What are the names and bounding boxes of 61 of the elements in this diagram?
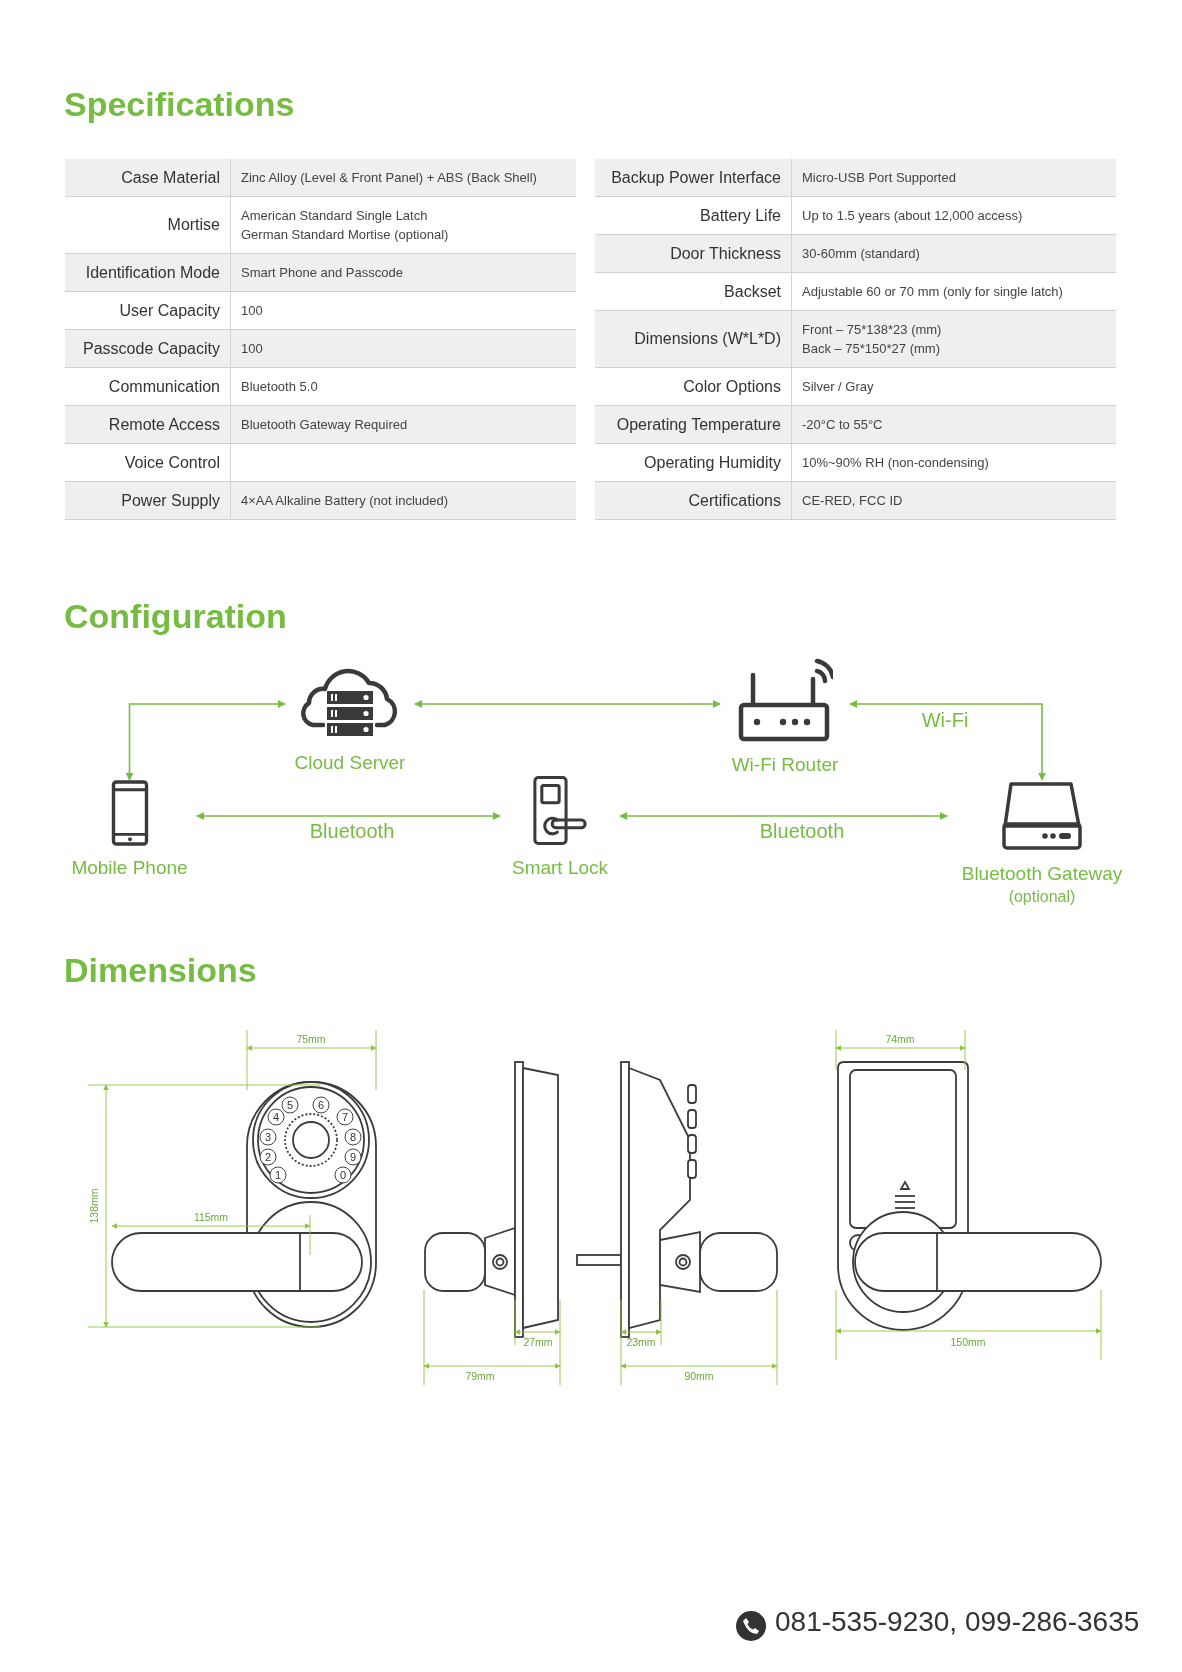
dimension-label: 115mm [193, 1211, 229, 1223]
dimension-label: 74mm [885, 1033, 915, 1045]
dimension-label: 90mm [684, 1370, 714, 1382]
section-heading: Specifications [64, 84, 295, 124]
row-value: 100 [241, 302, 264, 320]
row-value: American Standard Single Latch [241, 207, 429, 225]
connector-arrow [196, 812, 501, 820]
row-label: User Capacity [119, 301, 220, 320]
row-label: Certifications [688, 491, 781, 510]
row-label: Color Options [683, 377, 781, 396]
row-label: Communication [108, 377, 220, 396]
row-label: Passcode Capacity [83, 339, 220, 358]
section-heading: Configuration [64, 596, 287, 636]
row-label: Battery Life [700, 206, 781, 225]
row-label: Operating Temperature [616, 415, 781, 434]
dimension-label: 75mm [296, 1033, 326, 1045]
row-value: Bluetooth 5.0 [241, 378, 319, 396]
row-value: Micro-USB Port Supported [802, 169, 957, 187]
contact-phone-numbers: 081-535-9230, 099-286-3635 [775, 1606, 1140, 1638]
row-value: German Standard Mortise (optional) [241, 226, 450, 244]
connector-arrow [849, 700, 1046, 781]
dimension-label: 138mm [88, 1188, 100, 1224]
row-value: Back – 75*150*27 (mm) [802, 340, 941, 358]
dimension-label: 27mm [523, 1336, 553, 1348]
row-label: Voice Control [124, 453, 220, 472]
row-value: Front – 75*138*23 (mm) [802, 321, 943, 339]
row-label: Backset [724, 282, 781, 301]
row-value: CE-RED, FCC ID [802, 492, 904, 510]
row-label: Remote Access [108, 415, 220, 434]
row-label: Operating Humidity [644, 453, 781, 472]
row-value: 10%~90% RH (non-condensing) [802, 454, 990, 472]
connector-arrow [414, 700, 721, 708]
row-label: Power Supply [121, 491, 220, 510]
row-label: Identification Mode [85, 263, 220, 282]
section-heading: Dimensions [64, 950, 257, 990]
row-value: Up to 1.5 years (about 12,000 access) [802, 207, 1024, 225]
row-label: Mortise [167, 216, 220, 234]
dimension-label: 23mm [626, 1336, 656, 1348]
row-value: Silver / Gray [802, 378, 875, 396]
row-label: Door Thickness [670, 244, 781, 263]
connector-arrow [619, 812, 948, 820]
row-value: -20°C to 55°C [802, 416, 884, 434]
device-label: Smart Lock [511, 856, 609, 880]
row-label: Backup Power Interface [611, 168, 781, 187]
row-value: Smart Phone and Passcode [241, 264, 404, 282]
row-label: Case Material [121, 168, 220, 187]
row-value: 30-60mm (standard) [802, 245, 921, 263]
row-label: Dimensions (W*L*D) [634, 330, 781, 348]
row-value: Bluetooth Gateway Required [241, 416, 409, 434]
device-note: (optional) [1008, 887, 1076, 907]
device-label: Wi-Fi Router [731, 753, 839, 777]
dimension-label: 79mm [465, 1370, 495, 1382]
device-label: Bluetooth Gateway [961, 862, 1123, 886]
dimension-label: 150mm [950, 1336, 986, 1348]
connector-arrow [125, 700, 286, 781]
device-label: Cloud Server [294, 751, 406, 775]
row-value: 4×AA Alkaline Battery (not included) [241, 492, 450, 510]
row-value: Adjustable 60 or 70 mm (only for single latch) [802, 283, 1064, 301]
device-label: Mobile Phone [71, 856, 188, 880]
row-value: Zinc Alloy (Level & Front Panel) + ABS (Back Shell) [241, 169, 538, 187]
row-value: 100 [241, 340, 264, 358]
